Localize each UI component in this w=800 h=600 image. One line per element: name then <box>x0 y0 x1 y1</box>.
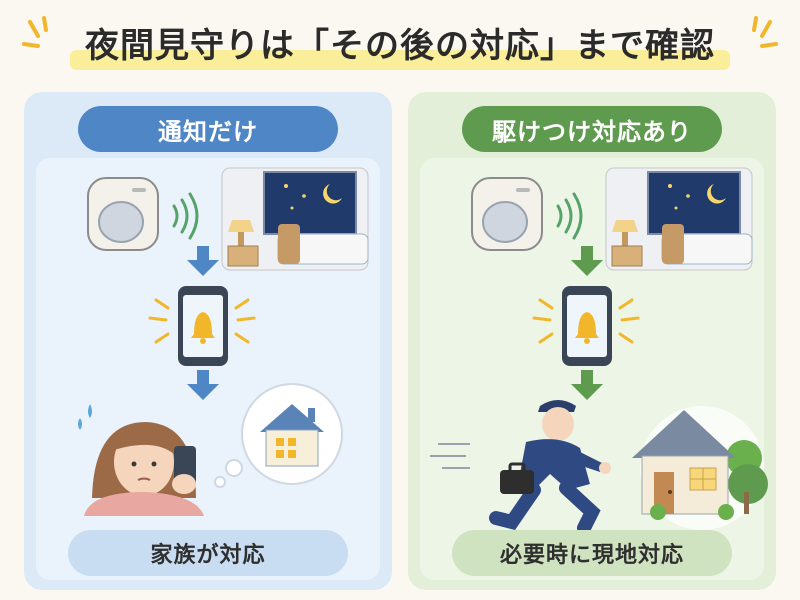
panel-header-notification-only: 通知だけ <box>78 106 338 152</box>
house-thought-bubble-icon <box>214 383 343 488</box>
panel-notification-only: 通知だけ <box>24 92 392 590</box>
title-area: 夜間見守りは「その後の対応」まで確認 <box>0 0 800 86</box>
flow-arrow-1-icon <box>571 246 603 276</box>
panel-footer-onsite-response: 必要時に現地対応 <box>452 530 732 576</box>
page-title: 夜間見守りは「その後の対応」まで確認 <box>85 26 715 66</box>
motion-sensor-icon <box>471 177 543 251</box>
panel-with-dispatch: 駆けつけ対応あり <box>408 92 776 590</box>
panel-footer-family-responds: 家族が対応 <box>68 530 348 576</box>
smartphone-bell-icon <box>178 286 228 366</box>
panel-header-with-dispatch: 駆けつけ対応あり <box>462 106 722 152</box>
night-bedroom-icon <box>221 167 369 271</box>
running-security-guard-icon <box>430 400 611 535</box>
signal-waves-icon <box>556 192 583 240</box>
alert-rays-icon <box>148 298 256 344</box>
sparkle-left-icon <box>22 16 48 48</box>
alert-rays-icon <box>532 298 640 344</box>
sparkle-right-icon <box>752 16 778 48</box>
flow-arrow-2-icon <box>571 370 603 400</box>
lit-house-icon <box>632 406 768 530</box>
flow-arrow-2-icon <box>187 370 219 400</box>
woman-with-phone-icon <box>78 404 204 516</box>
notification-flow-illustration <box>78 167 369 516</box>
dispatch-flow-illustration <box>430 167 768 535</box>
night-bedroom-icon <box>605 167 753 271</box>
flow-arrow-1-icon <box>187 246 219 276</box>
signal-waves-icon <box>172 192 199 240</box>
smartphone-bell-icon <box>562 286 612 366</box>
title-highlight <box>70 50 730 70</box>
motion-sensor-icon <box>87 177 159 251</box>
